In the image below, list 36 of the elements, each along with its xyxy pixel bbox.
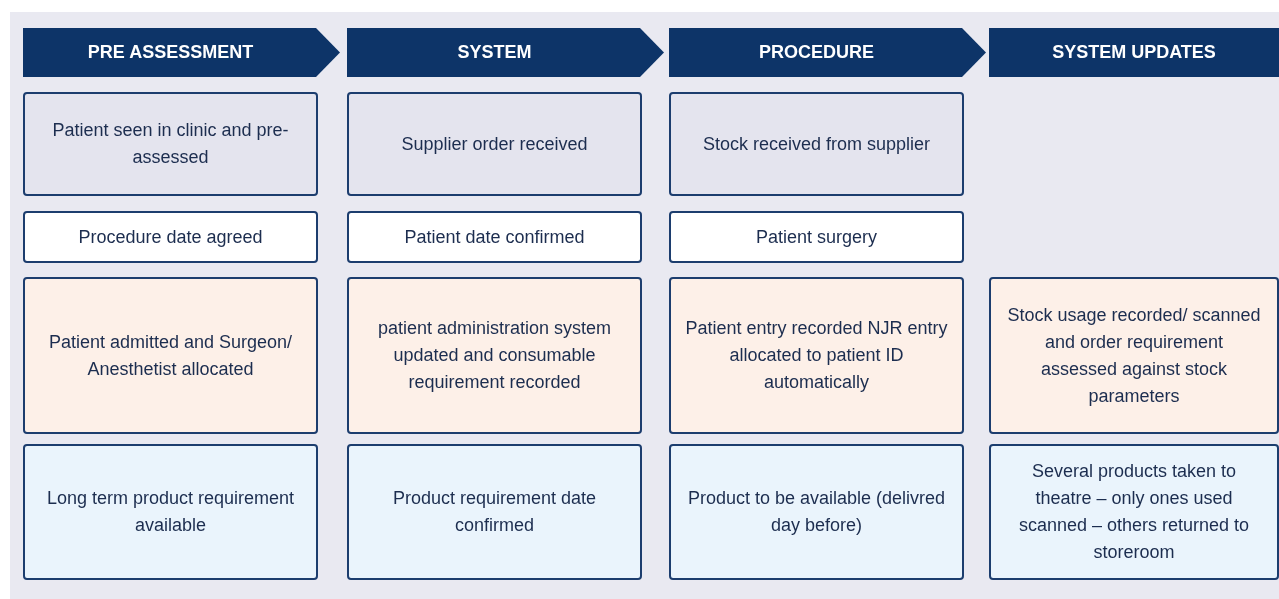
box-text: patient administration system updated and consumable requirement recorded <box>376 317 613 394</box>
box-text: Supplier order received <box>401 132 588 156</box>
process-box <box>669 92 964 196</box>
chevron-header <box>347 28 664 77</box>
process-box <box>669 211 964 263</box>
chevron-header <box>669 28 986 77</box>
process-box <box>347 211 642 263</box>
box-text: Procedure date agreed <box>78 225 263 249</box>
process-box <box>23 92 318 196</box>
process-box <box>23 444 318 580</box>
process-box <box>23 211 318 263</box>
process-box <box>347 444 642 580</box>
box-text: Several products taken to theatre – only ones used scanned – others returned to storeroom <box>1017 460 1251 564</box>
chevron-header <box>23 28 340 77</box>
box-text: Stock received from supplier <box>702 132 931 156</box>
header-label: SYSTEM <box>457 42 533 63</box>
process-box <box>989 277 1279 434</box>
box-text: Patient admitted and Surgeon/ Anesthetist allocated <box>47 330 294 381</box>
box-text: Patient surgery <box>755 225 878 249</box>
box-text: Patient entry recorded NJR entry allocated to patient ID automatically <box>685 317 948 394</box>
header-label: PROCEDURE <box>759 42 875 63</box>
process-box <box>669 277 964 434</box>
chevron-header <box>989 28 1279 77</box>
process-box <box>669 444 964 580</box>
process-box <box>347 92 642 196</box>
header-label: PRE ASSESSMENT <box>87 42 255 63</box>
box-text: Long term product requirement available <box>45 487 296 537</box>
box-text: Stock usage recorded/ scanned and order requirement assessed against stock parameters <box>1006 303 1262 408</box>
process-box <box>23 277 318 434</box>
header-label: SYSTEM UPDATES <box>1052 42 1216 63</box>
process-box <box>989 444 1279 580</box>
box-text: Patient seen in clinic and pre-assessed <box>51 119 290 169</box>
box-text: Product requirement date confirmed <box>391 487 598 537</box>
box-text: Product to be available (delivred day before) <box>686 487 947 537</box>
process-box <box>347 277 642 434</box>
box-text: Patient date confirmed <box>404 225 585 249</box>
